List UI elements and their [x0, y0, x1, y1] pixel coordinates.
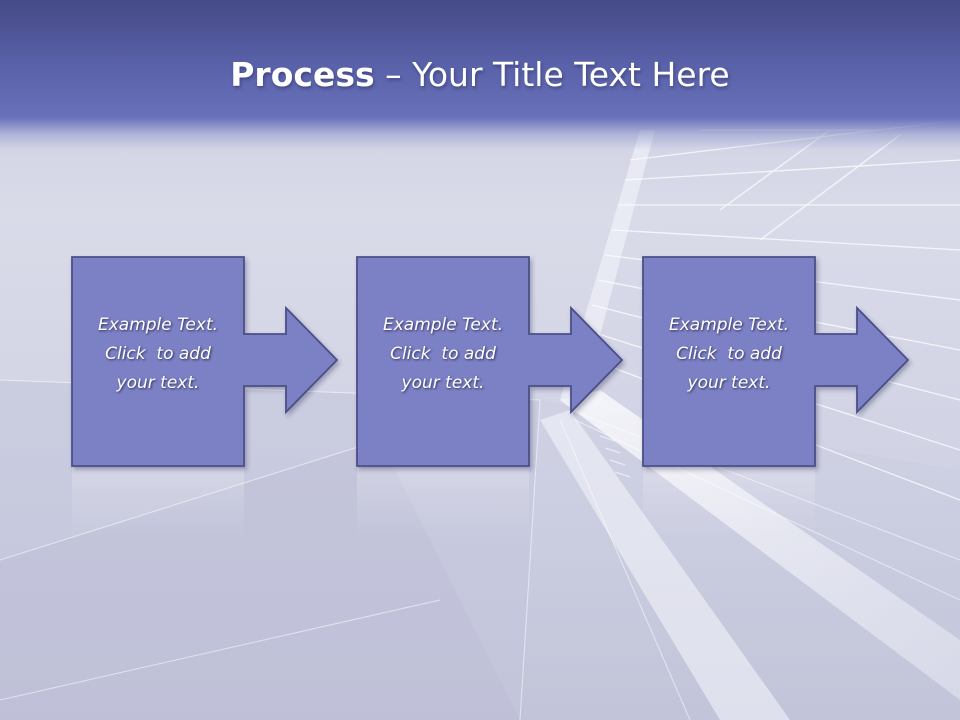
step-3-line-1: Example Text.: [668, 315, 790, 335]
process-step-3-shape[interactable]: [642, 256, 910, 467]
step-3-line-3: your text.: [687, 373, 771, 393]
process-step-2-shape[interactable]: [356, 256, 624, 467]
process-step-1-shape[interactable]: [71, 256, 339, 467]
title-bold-part: Process: [230, 55, 375, 94]
process-step-3-text[interactable]: Example Text. Click to add your text.: [643, 311, 815, 398]
slide-title[interactable]: Process – Your Title Text Here: [0, 52, 960, 98]
step-2-line-2: Click to add: [390, 344, 496, 364]
step-2-line-1: Example Text.: [382, 315, 504, 335]
process-step-2-text[interactable]: Example Text. Click to add your text.: [357, 311, 529, 398]
title-band: [0, 0, 960, 150]
title-rest-part: – Your Title Text Here: [374, 55, 730, 94]
step-reflections: [72, 468, 815, 538]
process-step-1-text[interactable]: Example Text. Click to add your text.: [72, 311, 244, 398]
step-1-line-1: Example Text.: [97, 315, 219, 335]
step-1-line-2: Click to add: [105, 344, 211, 364]
step-3-line-2: Click to add: [676, 344, 782, 364]
step-1-line-3: your text.: [116, 373, 200, 393]
step-2-line-3: your text.: [401, 373, 485, 393]
